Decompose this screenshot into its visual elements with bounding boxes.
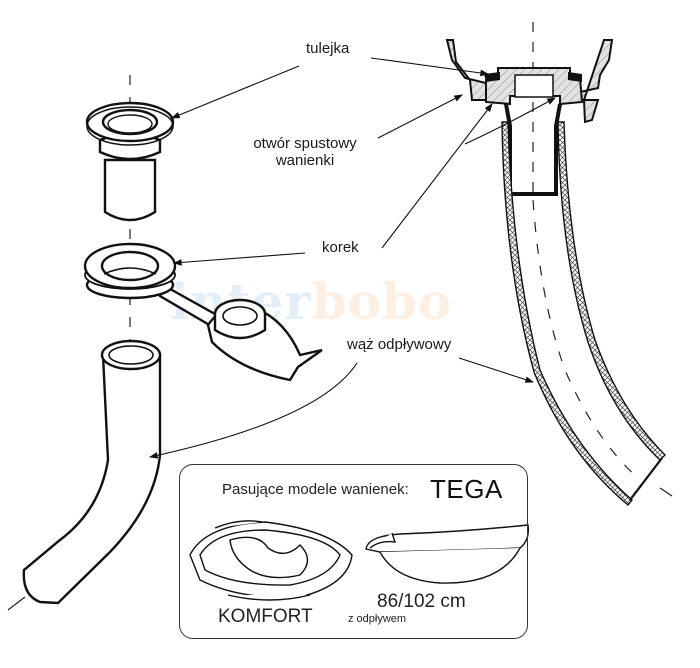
- watermark: interbobo: [170, 272, 452, 331]
- label-otwor-line-1: otwór spustowy: [253, 135, 357, 152]
- oval-bathtub-icon: [365, 524, 530, 584]
- leader-lines: [148, 57, 556, 459]
- label-otwor-spustowy: otwór spustowy wanienki: [240, 135, 370, 169]
- plug-with-fish-tab-icon: [83, 242, 323, 382]
- sleeve-icon: [85, 101, 175, 222]
- komfort-bathtub-icon: [189, 520, 353, 601]
- label-otwor-line-2: wanienki: [275, 152, 335, 169]
- label-waz-odplywowy: wąż odpływowy: [347, 336, 452, 353]
- watermark-part-2: bobo: [311, 272, 453, 331]
- label-korek: korek: [322, 239, 359, 256]
- model-note-label: z odpływem: [348, 613, 407, 625]
- hose-axis-tail: [7, 596, 26, 611]
- label-tulejka: tulejka: [306, 40, 350, 57]
- compatibility-box: [179, 464, 528, 639]
- compatibility-heading: Pasujące modele wanienek:: [222, 481, 409, 498]
- brand-name: TEGA: [430, 474, 503, 504]
- model-komfort-label: KOMFORT: [218, 606, 313, 627]
- model-size-label: 86/102 cm: [377, 591, 466, 612]
- drain-hose-icon: [22, 339, 162, 605]
- drain-cross-section-icon: [445, 22, 673, 506]
